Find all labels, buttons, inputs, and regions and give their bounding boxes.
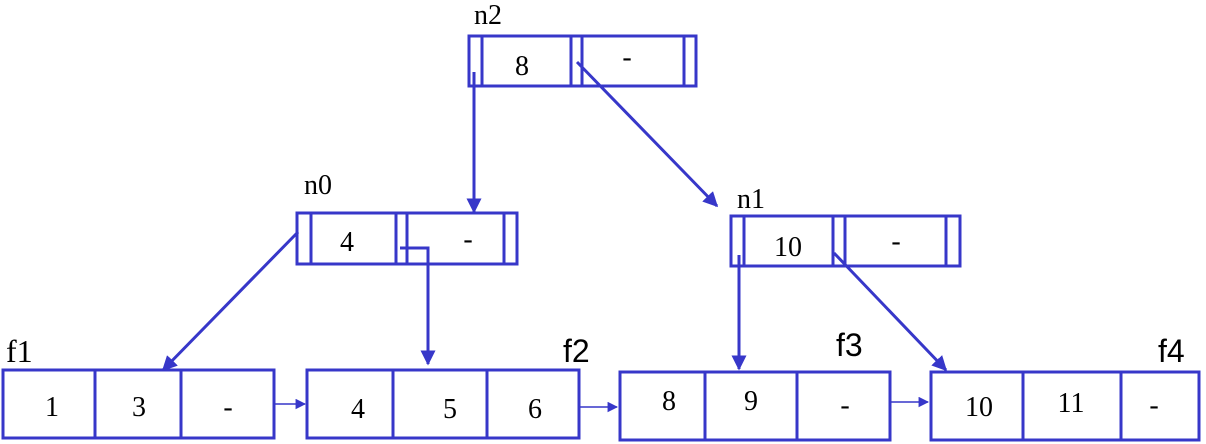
leaf-f2-key-2: 6 [528,394,542,425]
leaf-f4-box [929,370,1201,442]
edge-n1-to-f4 [832,251,948,372]
leaf-f2-box [305,368,581,440]
leaf-f2-key-1: 5 [443,394,457,425]
leaf-f1-key-1: 3 [132,392,146,423]
node-n0-label: n0 [304,170,332,201]
edge-n0-to-f1 [161,230,300,372]
leaf-f2-key-0: 4 [351,394,365,425]
node-n1: n1 10 - [729,184,962,268]
edge-n2-to-n1 [575,60,719,208]
edge-n0-to-f2 [400,246,436,366]
node-n1-key-0: 10 [774,232,802,263]
node-n0-key-1: - [463,224,472,255]
leaf-f2-label: f2 [563,333,590,369]
node-n2-key-0: 8 [515,51,529,82]
leaf-f1-box [1,368,276,440]
leaf-f3-key-0: 8 [662,386,676,417]
leaf-f3-label: f3 [836,327,863,363]
leaf-f1-key-0: 1 [45,392,59,423]
leaf-f4-key-1: 11 [1058,388,1085,419]
node-n0-key-0: 4 [340,227,354,258]
node-n1-label: n1 [737,184,765,215]
leaf-f1-label: f1 [6,333,33,369]
node-n2-key-1: - [622,42,631,73]
leaf-f4-label: f4 [1158,333,1185,369]
node-n2-label: n2 [474,0,502,31]
node-n0: n0 4 - [295,170,519,266]
leaf-f2: f2 4 5 6 [305,333,590,440]
node-n1-key-1: - [891,226,900,257]
node-n2: n2 8 - [467,0,698,88]
leaf-f3-key-2: - [840,390,849,421]
leaf-f1-key-2: - [223,392,232,423]
leaf-f3-box [618,370,892,442]
leaf-f1: f1 1 3 - [1,333,276,440]
leaf-f3: f3 8 9 - [618,327,892,442]
leaf-f3-key-1: 9 [744,386,758,417]
leaf-f4: f4 10 11 - [929,333,1201,442]
leaf-f4-key-2: - [1149,390,1158,421]
leaf-f4-key-0: 10 [965,392,993,423]
